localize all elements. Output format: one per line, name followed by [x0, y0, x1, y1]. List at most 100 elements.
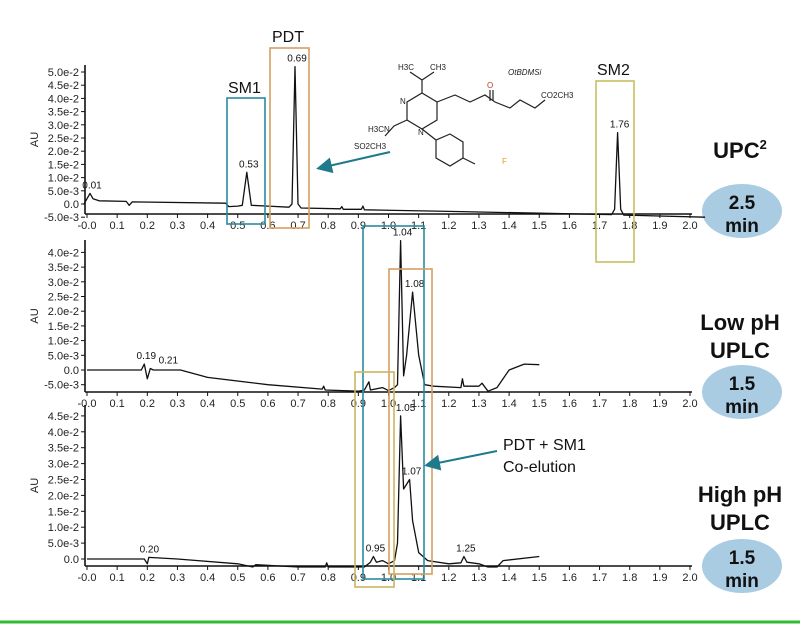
x-tick-label: 0.2 [140, 398, 155, 410]
y-tick-label: 1.5e-2 [48, 159, 79, 171]
x-tick-label: 0.7 [290, 220, 305, 232]
y-axis-label: AU [29, 132, 41, 147]
runtime-unit-upc2: min [725, 216, 759, 237]
peak-label: 1.76 [610, 120, 630, 131]
impurity-box-uplc [354, 371, 395, 588]
trace-upc2 [83, 66, 706, 218]
x-tick-label: 0.1 [110, 398, 125, 410]
x-tick-label: 0.6 [260, 398, 275, 410]
x-tick-label: 1.4 [501, 220, 516, 232]
h3c-label: H3C [398, 63, 414, 72]
peak-label: 0.21 [159, 356, 179, 367]
y-tick-label: 5.0e-2 [48, 67, 79, 79]
y-tick-label: 2.0e-2 [48, 490, 79, 502]
x-tick-label: 1.4 [501, 572, 516, 584]
runtime-value-high-ph: 1.5 [729, 548, 756, 569]
chemical-structure: H3C CH3 N N H3CN SO2CH3 O OtBDMSi CO2CH3… [354, 63, 574, 167]
x-tick-label: 1.3 [471, 572, 486, 584]
x-tick-label: 1.5 [532, 220, 547, 232]
y-tick-label: 4.0e-2 [48, 427, 79, 439]
runtime-unit-low-ph: min [725, 397, 759, 418]
x-tick-label: 0.6 [260, 220, 275, 232]
fluorine-label: F [502, 157, 507, 166]
sm2-box [595, 80, 635, 263]
x-tick-label: 1.6 [562, 220, 577, 232]
sm1-label: SM1 [228, 80, 261, 97]
so2ch3-label: SO2CH3 [354, 142, 387, 151]
x-tick-label: 0.1 [110, 220, 125, 232]
x-tick-label: 1.2 [441, 572, 456, 584]
x-tick-label: 0.4 [200, 398, 215, 410]
x-tick-label: 1.0 [381, 572, 396, 584]
runtime-value-low-ph: 1.5 [729, 374, 756, 395]
x-tick-label: 1.7 [592, 220, 607, 232]
x-tick-label: 0.1 [110, 572, 125, 584]
method-label-high-ph-1: High pH [698, 482, 782, 507]
y-tick-label: 4.0e-2 [48, 247, 79, 259]
coelution-label-1: PDT + SM1 [503, 437, 586, 454]
pdt-box [269, 47, 310, 229]
structure-arrow [316, 151, 391, 174]
n1-label: N [400, 97, 406, 106]
x-tick-label: 2.0 [682, 572, 697, 584]
x-tick-label: 1.6 [562, 572, 577, 584]
x-tick-label: 0.5 [230, 572, 245, 584]
y-tick-label: -5.0e-3 [44, 212, 79, 224]
x-tick-label: 1.9 [652, 398, 667, 410]
peak-label: 1.08 [405, 279, 425, 290]
x-tick-label: 0.5 [230, 398, 245, 410]
y-tick-label: 3.5e-2 [48, 443, 79, 455]
peak-label: 0.20 [140, 544, 160, 555]
x-tick-label: 0.3 [170, 220, 185, 232]
peak-label: 0.95 [366, 543, 386, 554]
runtime-unit-high-ph: min [725, 571, 759, 592]
y-tick-label: 2.5e-2 [48, 475, 79, 487]
x-tick-label: 0.8 [321, 220, 336, 232]
peak-label: 1.07 [402, 467, 422, 478]
x-tick-label: 1.1 [411, 572, 426, 584]
peak-label: 1.05 [396, 403, 416, 414]
y-tick-label: 1.5e-2 [48, 506, 79, 518]
ch3-label: CH3 [430, 63, 447, 72]
x-tick-label: 1.1 [411, 398, 426, 410]
y-tick-label: 3.0e-2 [48, 120, 79, 132]
x-tick-label: 0.7 [290, 572, 305, 584]
h3cn-label: H3CN [368, 125, 390, 134]
x-tick-label: 1.2 [441, 220, 456, 232]
peak-label: 0.01 [82, 180, 102, 191]
y-tick-label: 2.5e-2 [48, 292, 79, 304]
y-tick-label: 5.0e-3 [48, 186, 79, 198]
peak-label: 0.19 [137, 351, 157, 362]
y-tick-label: 2.0e-2 [48, 306, 79, 318]
x-tick-label: 1.8 [622, 398, 637, 410]
x-tick-label: 0.8 [321, 572, 336, 584]
x-tick-label: 1.6 [562, 398, 577, 410]
y-tick-label: 4.0e-2 [48, 93, 79, 105]
x-tick-label: 1.8 [622, 220, 637, 232]
y-tick-label: 1.0e-2 [48, 173, 79, 185]
y-tick-label: 5.0e-3 [48, 350, 79, 362]
pdt-box-uplc [388, 268, 433, 575]
x-tick-label: 0.2 [140, 572, 155, 584]
x-tick-label: 1.2 [441, 398, 456, 410]
x-tick-label: 1.8 [622, 572, 637, 584]
y-tick-label: 4.5e-2 [48, 80, 79, 92]
y-tick-label: 3.5e-2 [48, 262, 79, 274]
y-tick-label: 0.0 [64, 554, 79, 566]
x-tick-label: 0.6 [260, 572, 275, 584]
peak-label: 1.04 [393, 228, 413, 239]
y-tick-label: 3.0e-2 [48, 277, 79, 289]
y-tick-label: 0.0 [64, 199, 79, 211]
y-axis-label: AU [29, 308, 41, 323]
co2ch3-label: CO2CH3 [541, 91, 574, 100]
x-tick-label: 1.3 [471, 398, 486, 410]
y-tick-label: -5.0e-3 [44, 380, 79, 392]
runtime-oval-upc2 [702, 184, 782, 238]
y-axis-label: AU [29, 478, 41, 493]
x-tick-label: -0.0 [78, 398, 97, 410]
runtime-value-upc2: 2.5 [729, 193, 756, 214]
x-tick-label: -0.0 [78, 572, 97, 584]
